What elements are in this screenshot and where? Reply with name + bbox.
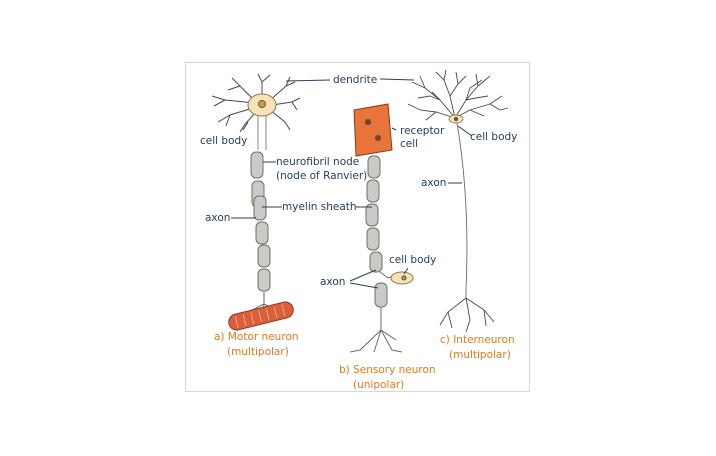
interneuron: [407, 69, 509, 333]
sensory-neuron: [349, 103, 414, 353]
label-neurofibril-node: neurofibril node: [276, 156, 360, 168]
label-myelin-sheath: myelin sheath: [282, 201, 357, 213]
caption-interneuron: c) Interneuron: [440, 334, 515, 346]
receptor-cell: [353, 103, 393, 157]
caption-sensory-neuron: b) Sensory neuron: [339, 364, 436, 376]
label-cell-body-motor: cell body: [200, 135, 248, 147]
sensory-myelin-sheath: [365, 155, 388, 308]
label-axon-motor: axon: [205, 212, 231, 224]
label-cell-body-inter: cell body: [470, 131, 518, 143]
label-receptor: receptor: [400, 125, 445, 137]
label-axon-sensory: axon: [320, 276, 346, 288]
label-node-of-ranvier: (node of Ranvier): [276, 170, 368, 182]
label-dendrite: dendrite: [333, 74, 378, 86]
motor-dendrites: [211, 73, 301, 133]
interneuron-axon: [456, 122, 468, 298]
caption-sensory-type: (unipolar): [353, 379, 405, 391]
interneuron-dendrites: [407, 69, 509, 121]
label-axon-inter: axon: [421, 177, 447, 189]
caption-motor-type: (multipolar): [227, 346, 289, 358]
leader-lines: [231, 78, 473, 289]
motor-myelin-sheath: [250, 151, 271, 292]
label-cell-body-sensory: cell body: [389, 254, 437, 266]
label-receptor-cell: cell: [400, 138, 419, 150]
caption-motor-neuron: a) Motor neuron: [214, 331, 299, 343]
caption-interneuron-type: (multipolar): [449, 349, 511, 361]
motor-neuron: [211, 73, 301, 331]
